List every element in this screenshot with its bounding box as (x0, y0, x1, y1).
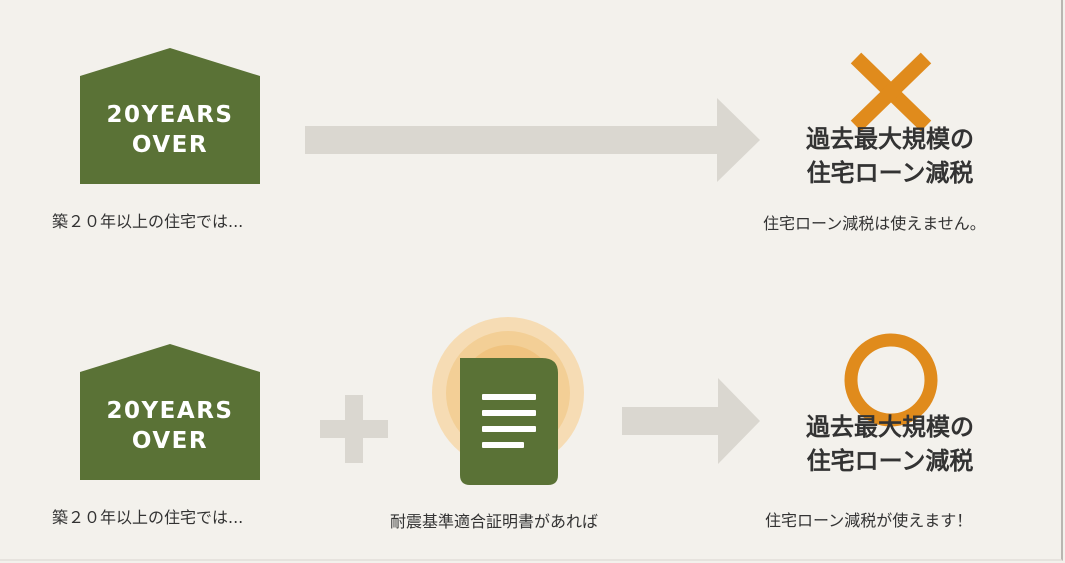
circle-icon (844, 333, 938, 427)
house-label-line1: 20YEARS (106, 398, 234, 424)
house-label-line2: OVER (131, 132, 209, 158)
arrow-right-icon-row1 (305, 98, 760, 182)
result-title-row1-line2: 住宅ローン減税 (806, 159, 974, 187)
result-caption-row1: 住宅ローン減税は使えません。 (763, 214, 986, 233)
result-title-row2-line1: 過去最大規模の (806, 413, 974, 441)
result-title-row2-line2: 住宅ローン減税 (806, 447, 974, 475)
result-title-row1-line1: 過去最大規模の (806, 125, 974, 153)
plus-icon (320, 395, 388, 463)
arrow-right-icon-row2 (622, 378, 760, 464)
result-caption-row2: 住宅ローン減税が使えます！ (765, 511, 973, 530)
cross-icon (850, 52, 932, 132)
house-icon-row1: 20YEARS OVER (80, 48, 260, 184)
house-label-line2: OVER (131, 428, 209, 454)
house-caption-row2: 築２０年以上の住宅では... (52, 508, 244, 527)
house-caption-row1: 築２０年以上の住宅では... (52, 212, 244, 231)
house-icon-row2: 20YEARS OVER (80, 344, 260, 480)
document-icon (432, 317, 584, 485)
document-caption: 耐震基準適合証明書があれば (390, 512, 599, 531)
house-label-line1: 20YEARS (106, 102, 234, 128)
